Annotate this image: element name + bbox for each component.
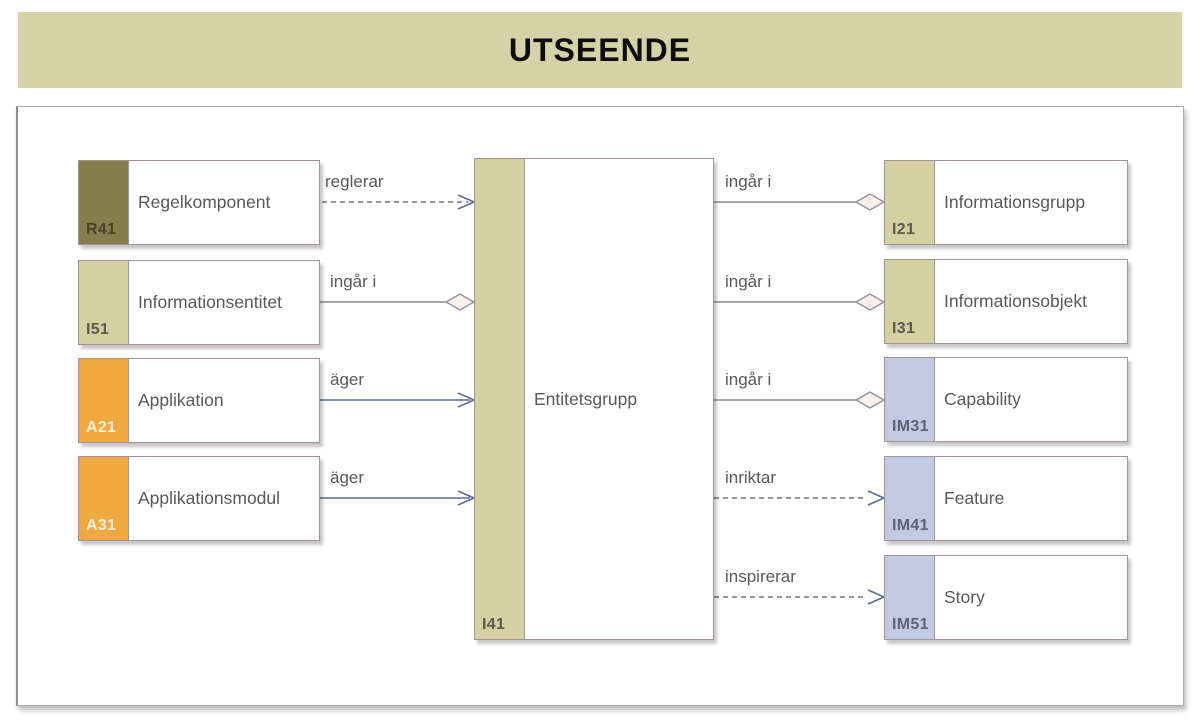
node-code: R41: [86, 221, 117, 238]
node-code: I51: [86, 321, 110, 338]
node-stripe: A31: [79, 457, 129, 540]
node-stripe: IM31: [885, 358, 935, 441]
page-title: UTSEENDE: [508, 31, 692, 68]
edge-label-ager: äger: [330, 370, 365, 389]
node-story: IM51 Story: [884, 555, 1128, 640]
node-label: Capability: [944, 389, 1021, 409]
edge-label-ingar-i: ingår i: [725, 370, 772, 389]
node-stripe: I41: [475, 159, 525, 639]
node-applikation: A21 Applikation: [78, 358, 320, 443]
node-label: Feature: [944, 488, 1005, 508]
node-code: A31: [86, 517, 117, 534]
node-stripe: IM41: [885, 457, 935, 540]
node-informationsentitet: I51 Informationsentitet: [78, 260, 320, 345]
node-label: Story: [944, 587, 985, 607]
node-stripe: I31: [885, 260, 935, 343]
title-bar: UTSEENDE: [18, 12, 1182, 88]
edge-label-inspirerar: inspirerar: [725, 567, 796, 586]
node-label: Informationsobjekt: [944, 291, 1087, 311]
edge-label-ingar-i: ingår i: [725, 272, 772, 291]
edge-label-ager: äger: [330, 468, 365, 487]
node-label: Informationsgrupp: [944, 192, 1086, 212]
node-code: I31: [892, 320, 916, 337]
node-stripe: A21: [79, 359, 129, 442]
node-code: IM31: [892, 418, 929, 435]
edge-label-reglerar: reglerar: [325, 172, 384, 191]
node-code: I21: [892, 221, 916, 238]
node-feature: IM41 Feature: [884, 456, 1128, 541]
node-label: Applikationsmodul: [138, 488, 281, 508]
node-stripe: R41: [79, 161, 129, 244]
edge-label-ingar-i: ingår i: [330, 272, 377, 291]
node-stripe: I51: [79, 261, 129, 344]
node-entitetsgrupp: I41 Entitetsgrupp: [474, 158, 714, 640]
node-informationsgrupp: I21 Informationsgrupp: [884, 160, 1128, 245]
node-informationsobjekt: I31 Informationsobjekt: [884, 259, 1128, 344]
node-regelkomponent: R41 Regelkomponent: [78, 160, 320, 245]
node-code: IM51: [892, 616, 929, 633]
node-label: Informationsentitet: [138, 292, 282, 312]
node-applikationsmodul: A31 Applikationsmodul: [78, 456, 320, 541]
node-code: A21: [86, 419, 117, 436]
node-stripe: IM51: [885, 556, 935, 639]
node-stripe: I21: [885, 161, 935, 244]
node-code: I41: [482, 616, 506, 633]
node-label: Applikation: [138, 390, 224, 410]
node-capability: IM31 Capability: [884, 357, 1128, 442]
node-code: IM41: [892, 517, 929, 534]
node-label: Regelkomponent: [138, 192, 271, 212]
edge-label-ingar-i: ingår i: [725, 172, 772, 191]
node-label: Entitetsgrupp: [534, 388, 638, 409]
edge-label-inriktar: inriktar: [725, 468, 777, 487]
